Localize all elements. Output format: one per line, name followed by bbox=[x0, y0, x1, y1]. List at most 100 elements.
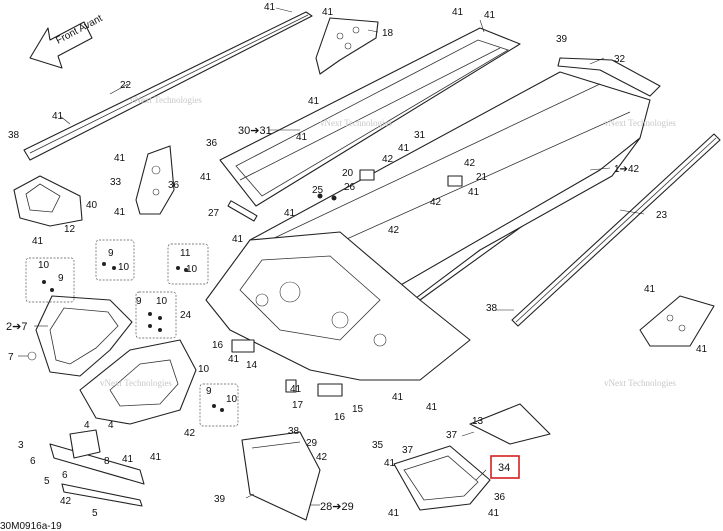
front-direction-arrow: Front Avant bbox=[29, 13, 105, 69]
callout-36: 36 bbox=[494, 492, 506, 503]
callout-41: 41 bbox=[644, 284, 656, 295]
center-access-panel-part bbox=[241, 431, 321, 521]
callout-21: 21 bbox=[476, 172, 488, 183]
callout-41: 41 bbox=[322, 7, 334, 18]
callout-28-29: 28➔29 bbox=[320, 501, 354, 513]
callout-39: 39 bbox=[214, 494, 226, 505]
callout-41: 41 bbox=[228, 354, 240, 365]
front-bumper-bracket-part bbox=[13, 175, 83, 227]
rear-cross-rail-part bbox=[557, 57, 661, 97]
front-bumper-bar-part bbox=[49, 429, 145, 507]
callout-40: 40 bbox=[86, 200, 98, 211]
watermark-3: vNext Technologies bbox=[604, 118, 676, 128]
callout-9: 9 bbox=[206, 386, 212, 397]
fasteners-group bbox=[42, 169, 463, 412]
callout-7: 7 bbox=[8, 352, 14, 363]
callout-41: 41 bbox=[392, 392, 404, 403]
callout-5: 5 bbox=[44, 476, 50, 487]
callout-37: 37 bbox=[446, 430, 458, 441]
callout-10: 10 bbox=[38, 260, 50, 271]
callout-32: 32 bbox=[614, 54, 626, 65]
callout-41: 41 bbox=[284, 208, 296, 219]
tunnel-top-panel-part bbox=[219, 27, 521, 207]
front-chassis-body-part bbox=[205, 231, 471, 381]
callout-16: 16 bbox=[212, 340, 224, 351]
callout-41: 41 bbox=[264, 2, 276, 13]
callout-41: 41 bbox=[290, 384, 302, 395]
callout-42: 42 bbox=[184, 428, 196, 439]
callout-41: 41 bbox=[426, 402, 438, 413]
callout-41: 41 bbox=[452, 7, 464, 18]
callout-41: 41 bbox=[52, 111, 64, 122]
callout-41: 41 bbox=[114, 153, 126, 164]
callout-36: 36 bbox=[168, 180, 180, 191]
callout-13: 13 bbox=[472, 416, 484, 427]
callout-10: 10 bbox=[156, 296, 168, 307]
callout-41: 41 bbox=[488, 508, 500, 519]
callout-42: 42 bbox=[430, 197, 442, 208]
callout-41: 41 bbox=[696, 344, 708, 355]
callout-6: 6 bbox=[30, 456, 36, 467]
callout-41: 41 bbox=[468, 187, 480, 198]
callout-41: 41 bbox=[150, 452, 162, 463]
callout-11: 11 bbox=[180, 248, 191, 259]
hardware-group-box-1 bbox=[25, 257, 75, 303]
rear-suspension-mount-part bbox=[393, 403, 551, 511]
callout-10: 10 bbox=[186, 264, 198, 275]
callout-41: 41 bbox=[122, 454, 134, 465]
callout-42: 42 bbox=[388, 225, 400, 236]
callout-41: 41 bbox=[232, 234, 244, 245]
callout-20: 20 bbox=[342, 168, 354, 179]
highlight-box bbox=[490, 455, 520, 479]
right-lower-rail-part bbox=[511, 133, 721, 327]
callout-23: 23 bbox=[656, 210, 668, 221]
callout-36: 36 bbox=[206, 138, 218, 149]
callout-9: 9 bbox=[58, 273, 64, 284]
leader-lines bbox=[18, 7, 645, 506]
callout-10: 10 bbox=[198, 364, 210, 375]
callout-42: 42 bbox=[464, 158, 476, 169]
rear-bracket-41-part bbox=[639, 295, 715, 347]
watermark-2: vNext Technologies bbox=[320, 118, 392, 128]
steering-bracket-33-part bbox=[135, 145, 175, 215]
callout-38: 38 bbox=[288, 426, 300, 437]
watermark-5: vNext Technologies bbox=[604, 378, 676, 388]
callout-41: 41 bbox=[200, 172, 212, 183]
callout-4: 4 bbox=[84, 420, 90, 431]
callout-17: 17 bbox=[292, 400, 304, 411]
watermark-1: vNext Technologies bbox=[130, 95, 202, 105]
callout-41: 41 bbox=[308, 96, 320, 107]
callout-6: 6 bbox=[62, 470, 68, 481]
callout-41: 41 bbox=[32, 236, 44, 247]
callout-37: 37 bbox=[402, 445, 414, 456]
callout-42: 42 bbox=[316, 452, 328, 463]
hardware-group-box-3 bbox=[135, 291, 177, 339]
diagram-code: 30M0916a-19 bbox=[0, 521, 62, 531]
callout-1-42: 1➔42 bbox=[614, 164, 640, 175]
callout-38: 38 bbox=[8, 130, 20, 141]
callout-34: 34 bbox=[498, 462, 510, 474]
callout-41: 41 bbox=[296, 132, 308, 143]
callout-35: 35 bbox=[372, 440, 384, 451]
highlighted-part-callout[interactable]: 34 bbox=[490, 455, 520, 479]
callout-15: 15 bbox=[352, 404, 364, 415]
callout-2-7: 2➔7 bbox=[6, 321, 27, 333]
hardware-group-box-5 bbox=[199, 383, 239, 427]
callout-26: 26 bbox=[344, 182, 356, 193]
callout-27: 27 bbox=[208, 208, 220, 219]
callout-33: 33 bbox=[110, 177, 122, 188]
callout-10: 10 bbox=[118, 262, 130, 273]
bracket-18-part bbox=[315, 17, 379, 75]
callout-41: 41 bbox=[384, 458, 396, 469]
callout-18: 18 bbox=[382, 28, 394, 39]
watermark-4: vNext Technologies bbox=[100, 378, 172, 388]
callout-4: 4 bbox=[108, 420, 114, 431]
callout-3: 3 bbox=[18, 440, 24, 451]
callout-9: 9 bbox=[108, 248, 114, 259]
callout-31: 31 bbox=[414, 130, 426, 141]
left-upper-rail-part bbox=[23, 11, 313, 161]
hardware-group-box-2 bbox=[95, 239, 135, 281]
callout-numbers: 41 41 41 41 18 39 32 22 41 38 41 36 30➔3… bbox=[6, 2, 708, 519]
callout-16: 16 bbox=[334, 412, 346, 423]
